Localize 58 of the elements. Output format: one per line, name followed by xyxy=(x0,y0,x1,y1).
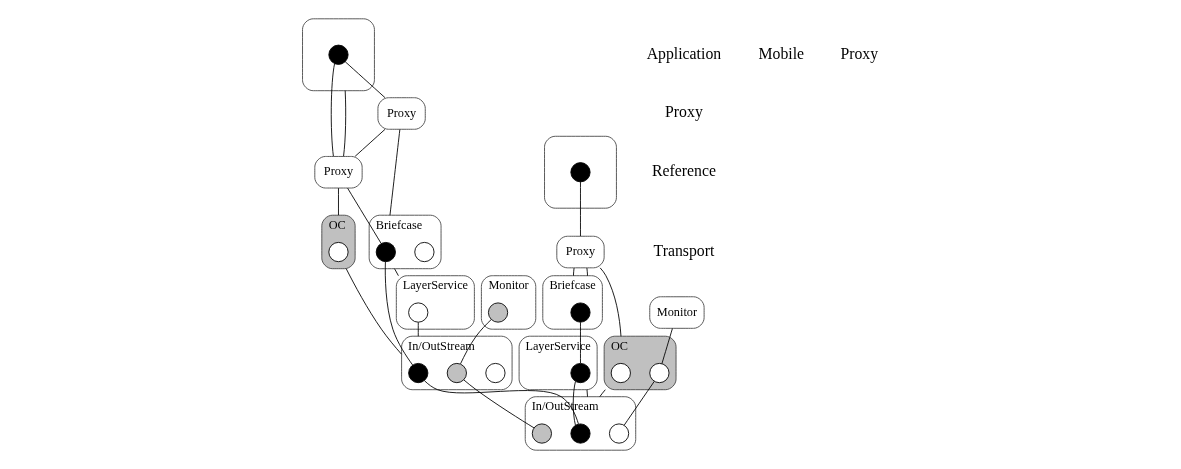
connector xyxy=(623,380,655,426)
connector xyxy=(423,380,579,425)
cluster: Monitor xyxy=(480,275,536,330)
connector xyxy=(586,389,588,398)
connector xyxy=(585,267,588,277)
cluster xyxy=(543,135,617,209)
node-box: Proxy xyxy=(555,235,605,269)
connector xyxy=(393,268,399,277)
cluster: Briefcase xyxy=(541,275,603,330)
node-circle xyxy=(569,162,591,183)
node-circle xyxy=(648,362,669,384)
node-circle xyxy=(569,423,591,444)
connector xyxy=(417,321,419,337)
connector xyxy=(344,61,385,99)
node-circle xyxy=(531,423,552,444)
node-circle xyxy=(569,362,591,384)
connector xyxy=(354,128,385,157)
node-box: Monitor xyxy=(648,296,705,329)
label: Proxy xyxy=(839,44,878,62)
node-circle xyxy=(407,302,428,323)
connector xyxy=(330,63,335,157)
connector xyxy=(346,187,381,244)
node-circle xyxy=(487,302,508,323)
connector xyxy=(459,319,491,365)
connector xyxy=(337,187,339,216)
node-circle xyxy=(446,362,467,384)
connector xyxy=(462,379,534,429)
node-circle xyxy=(375,241,396,263)
label: Mobile xyxy=(758,44,804,62)
cluster: OC xyxy=(603,335,676,391)
node-box: Proxy xyxy=(377,97,426,130)
cluster: In/OutStream xyxy=(400,335,513,391)
connector xyxy=(598,389,606,398)
label: Reference xyxy=(651,162,716,180)
node-circle xyxy=(484,362,505,384)
connector xyxy=(342,90,346,157)
connector xyxy=(389,129,400,216)
node-circle xyxy=(407,362,428,384)
connector xyxy=(579,181,581,237)
node-circle xyxy=(610,362,631,384)
node-circle xyxy=(608,423,629,444)
node-box: Proxy xyxy=(313,156,363,189)
node-circle xyxy=(327,241,349,263)
connector xyxy=(599,267,621,337)
connector xyxy=(345,268,402,355)
label: Application xyxy=(646,44,721,62)
cluster: OC xyxy=(320,214,356,270)
cluster xyxy=(301,18,375,92)
cluster: LayerService xyxy=(395,275,475,330)
connector xyxy=(661,328,673,365)
node-circle xyxy=(413,241,434,263)
label: Proxy xyxy=(664,103,703,121)
node-circle xyxy=(327,44,349,65)
label: Transport xyxy=(653,241,714,259)
connector xyxy=(572,267,574,277)
cluster: Briefcase xyxy=(368,214,441,270)
node-circle xyxy=(569,302,591,323)
connector xyxy=(384,261,413,366)
